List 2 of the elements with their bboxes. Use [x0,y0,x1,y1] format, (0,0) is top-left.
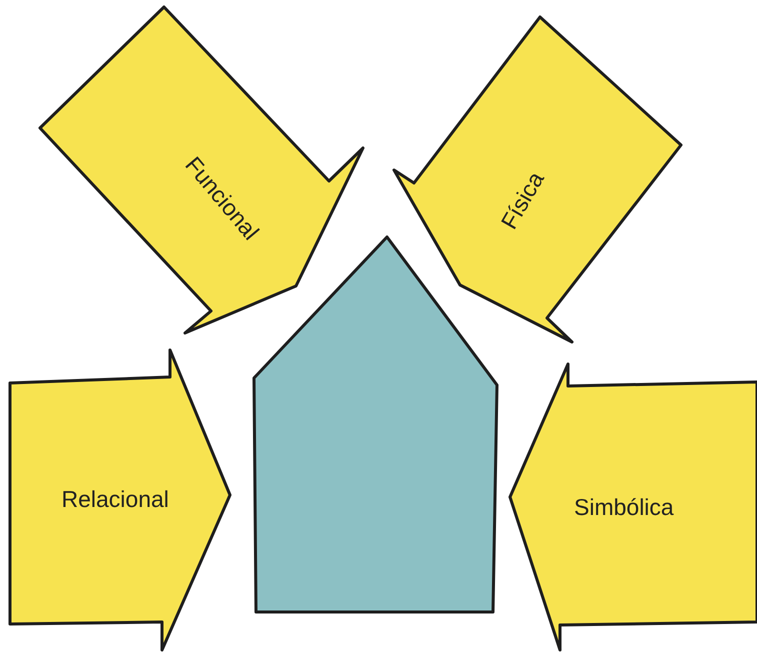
arrow-label: Relacional [62,488,169,510]
arrow-label: Simbólica [574,496,674,518]
